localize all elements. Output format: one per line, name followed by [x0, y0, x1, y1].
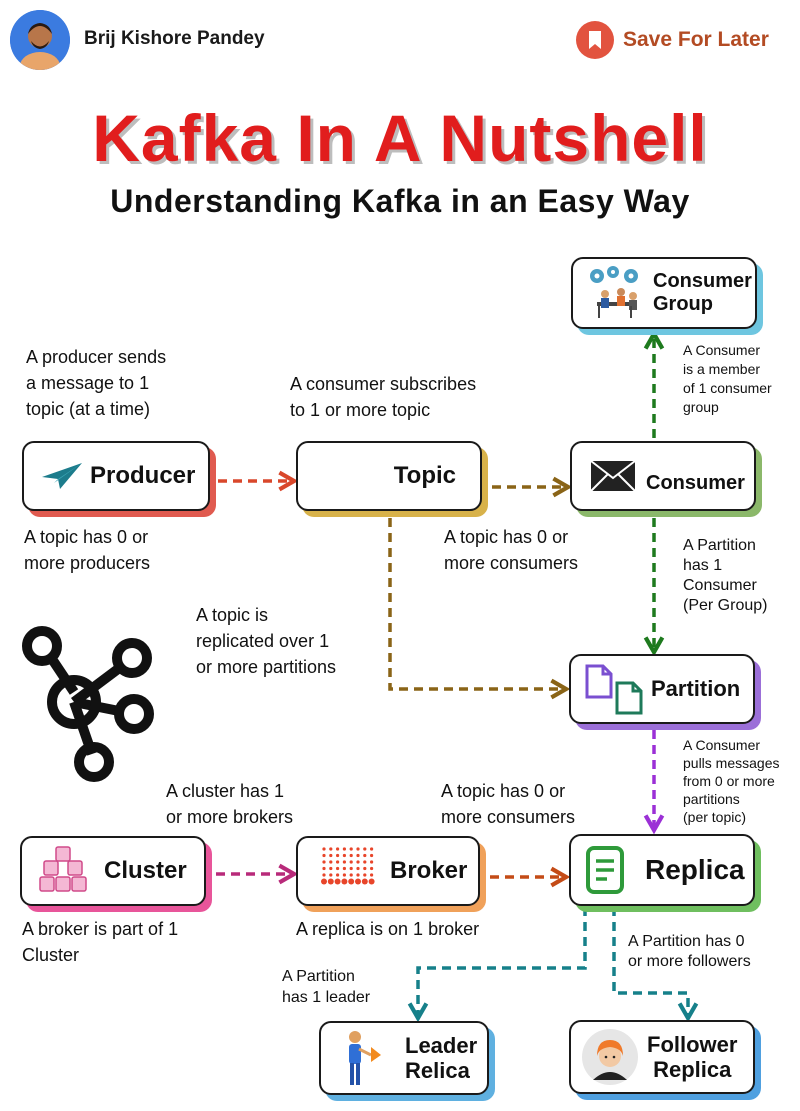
leader-replica-label: Leader Relica [405, 1032, 478, 1083]
team-gears-icon [583, 264, 645, 322]
cluster-label: Cluster [104, 857, 187, 885]
producer-label: Producer [90, 462, 196, 490]
page-title: Kafka In A Nutshell [92, 101, 708, 175]
note-partition-leader: A Partition has 1 leader [282, 968, 371, 1006]
topic-to-partition-arrow [388, 518, 571, 700]
girl-avatar-icon [581, 1028, 639, 1086]
cluster-node: Cluster [20, 836, 206, 906]
follower-replica-node: Follower Replica [569, 1020, 755, 1094]
broker-label: Broker [390, 857, 468, 885]
note-topic-consumers-bottom: A topic has 0 or more consumers [441, 781, 576, 827]
paper-plane-icon [40, 459, 84, 493]
note-consumer-member: A Consumer is a member of 1 consumer gro… [683, 342, 772, 415]
document-lines-icon [585, 845, 625, 895]
note-producer-sends: A producer sends a message to 1 topic (a… [26, 347, 167, 419]
envelope-icon [590, 460, 636, 492]
partition-node: Partition [569, 654, 755, 724]
consumer-label: Consumer [646, 471, 745, 494]
note-partition-followers: A Partition has 0 or more followers [628, 933, 751, 970]
note-topic-replicated: A topic is replicated over 1 or more par… [196, 605, 337, 677]
note-cluster-brokers: A cluster has 1 or more brokers [166, 781, 294, 827]
documents-icon [583, 663, 645, 715]
save-for-later-button[interactable]: Save For Later [576, 20, 769, 60]
person-pointing-icon [343, 1029, 383, 1087]
bookmark-icon [576, 21, 614, 59]
note-topic-consumers-top: A topic has 0 or more consumers [444, 527, 579, 573]
replica-node: Replica [569, 834, 755, 906]
note-consumer-subscribes: A consumer subscribes to 1 or more topic [290, 374, 477, 420]
partition-label: Partition [651, 676, 741, 702]
save-for-later-label: Save For Later [623, 28, 769, 51]
avatar [10, 10, 70, 70]
dot-grid-icon [320, 845, 376, 897]
consumer-node: Consumer [570, 441, 756, 511]
note-partition-consumer: A Partition has 1 Consumer (Per Group) [683, 537, 768, 614]
consumer-group-node: Consumer Group [571, 257, 757, 329]
cubes-icon [38, 845, 90, 897]
follower-replica-label: Follower Replica [647, 1031, 738, 1082]
author-name: Brij Kishore Pandey [84, 28, 265, 49]
replica-to-follower-arrow [612, 907, 699, 1023]
page-subtitle: Understanding Kafka in an Easy Way [110, 183, 690, 219]
topic-node: Topic [296, 441, 482, 511]
replica-to-leader-arrow [407, 907, 587, 1023]
leader-replica-node: Leader Relica [319, 1021, 489, 1095]
consumer-group-label: Consumer Group [653, 270, 752, 315]
replica-label: Replica [645, 853, 745, 885]
note-topic-producers: A topic has 0 or more producers [24, 527, 151, 573]
producer-node: Producer [22, 441, 210, 511]
note-consumer-pulls: A Consumer pulls messages from 0 or more… [683, 737, 780, 825]
note-replica-broker: A replica is on 1 broker [296, 919, 480, 939]
topic-label: Topic [393, 462, 456, 490]
broker-node: Broker [296, 836, 480, 906]
note-broker-cluster: A broker is part of 1 Cluster [22, 919, 179, 965]
kafka-logo-icon [12, 622, 162, 782]
